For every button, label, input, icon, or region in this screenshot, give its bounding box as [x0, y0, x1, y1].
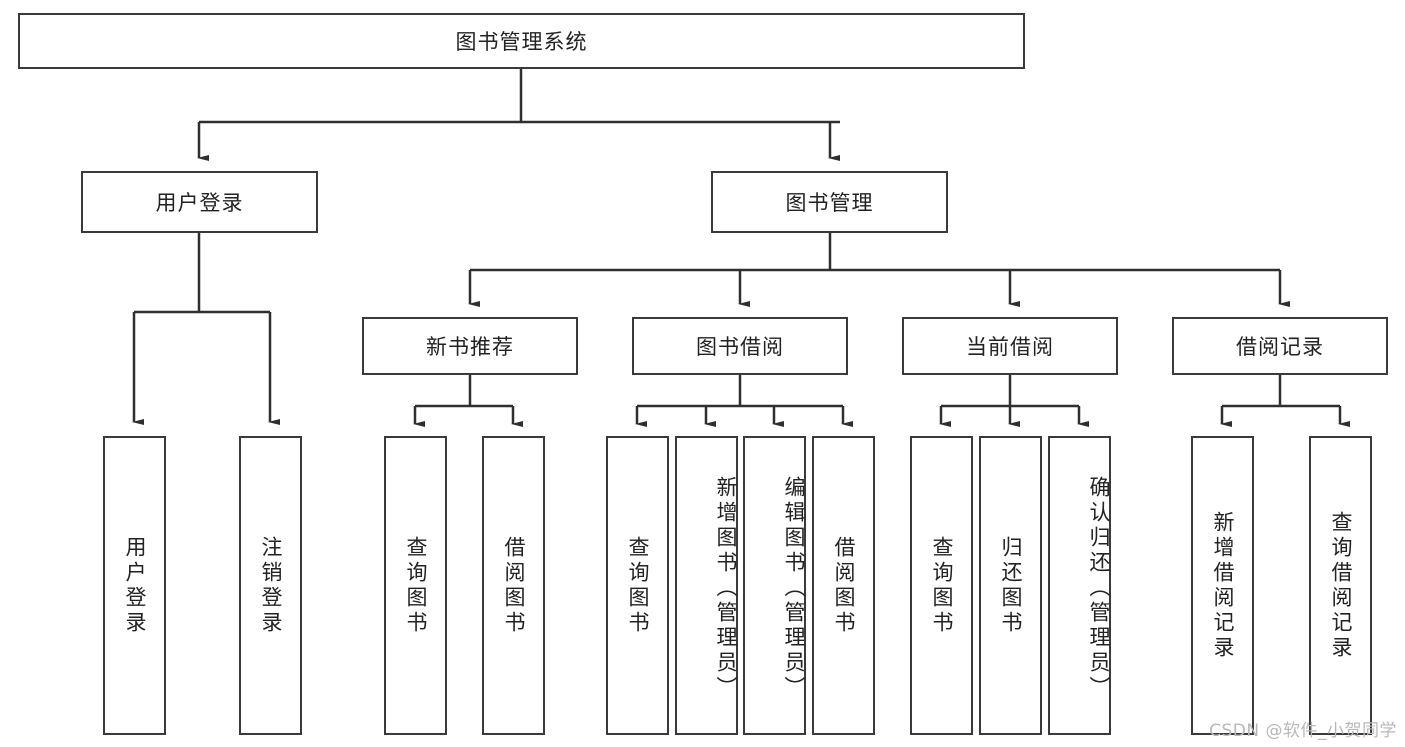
leaf-current-query-book[interactable]: 查询图书 [910, 436, 973, 735]
leaf-current-return-book[interactable]: 归还图书 [979, 436, 1042, 735]
csdn-watermark: CSDN @软件_小贺同学 [1209, 721, 1397, 741]
leaf-record-add-record[interactable]: 新增借阅记录 [1191, 436, 1254, 735]
node-root-system[interactable]: 图书管理系统 [18, 13, 1025, 69]
node-book-borrow[interactable]: 图书借阅 [632, 317, 848, 375]
node-borrow-record[interactable]: 借阅记录 [1172, 317, 1388, 375]
node-book-management[interactable]: 图书管理 [711, 171, 948, 233]
node-user-login[interactable]: 用户登录 [81, 171, 318, 233]
node-current-borrow[interactable]: 当前借阅 [902, 317, 1118, 375]
leaf-recommend-query-book[interactable]: 查询图书 [384, 436, 447, 735]
node-new-book-recommend[interactable]: 新书推荐 [362, 317, 578, 375]
leaf-borrow-edit-book-admin[interactable]: 编辑图书（管理员） [743, 436, 806, 735]
leaf-borrow-add-book-admin[interactable]: 新增图书（管理员） [675, 436, 738, 735]
leaf-user-login-logout[interactable]: 注销登录 [239, 436, 302, 735]
leaf-user-login-login[interactable]: 用户登录 [103, 436, 166, 735]
leaf-record-query-record[interactable]: 查询借阅记录 [1309, 436, 1372, 735]
leaf-recommend-borrow-book[interactable]: 借阅图书 [482, 436, 545, 735]
leaf-borrow-borrow-book[interactable]: 借阅图书 [812, 436, 875, 735]
leaf-borrow-query-book[interactable]: 查询图书 [606, 436, 669, 735]
leaf-current-confirm-return-admin[interactable]: 确认归还（管理员） [1048, 436, 1111, 735]
